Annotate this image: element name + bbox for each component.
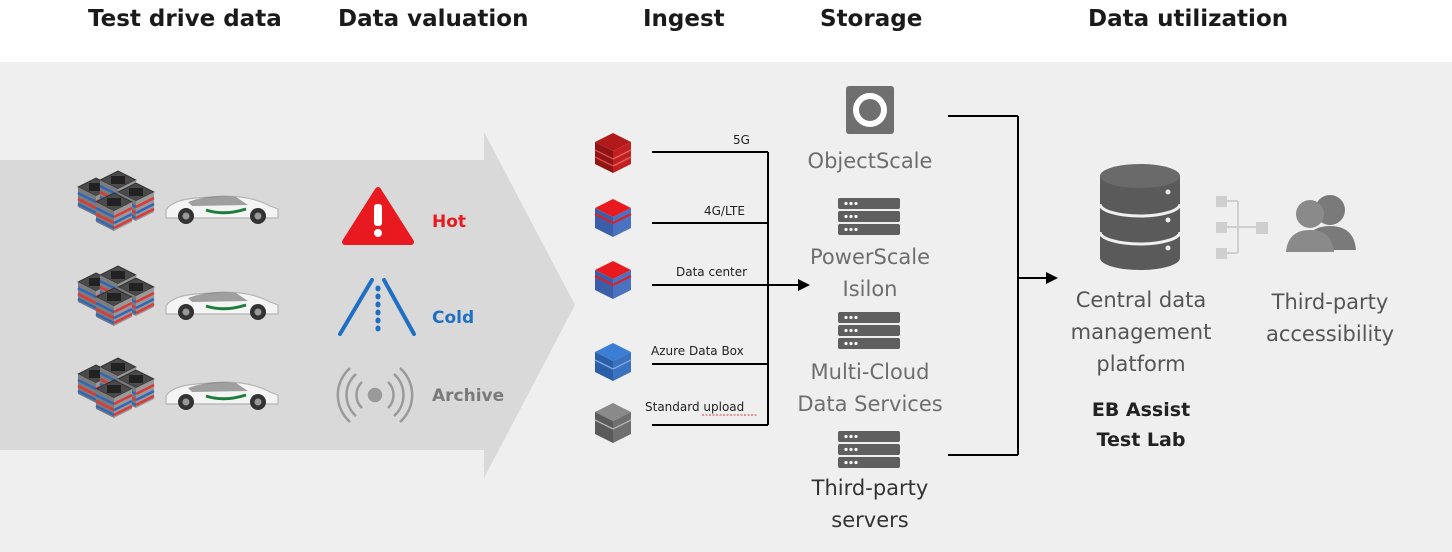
storage-bracket (948, 115, 1048, 456)
network-tree-icon (1216, 196, 1268, 259)
valuation-archive-label: Archive (432, 386, 505, 406)
objectscale-icon (846, 86, 894, 134)
storage-objectscale-label: ObjectScale (790, 145, 950, 177)
header-data-utilization: Data utilization (1088, 6, 1289, 32)
central-text-line1: Central data (1075, 288, 1207, 312)
database-icon (1098, 164, 1182, 270)
header-test-drive-data: Test drive data (88, 6, 282, 32)
thirdparty-servers-text-line1: Third-party (811, 476, 929, 500)
objectscale-text: ObjectScale (807, 149, 933, 173)
powerscale-server-icon (838, 198, 900, 235)
eb-text-line1: EB Assist (1091, 399, 1191, 421)
ingest-label-data-center: Data center (676, 265, 748, 279)
eb-assist-label: EB Assist Test Lab (1058, 395, 1224, 455)
valuation-hot-label: Hot (432, 212, 467, 232)
ingest-label-standard-upload: Standard upload (645, 400, 745, 414)
storage-powerscale-label: PowerScale Isilon (790, 241, 950, 305)
ingest-label-5g: 5G (733, 133, 750, 147)
cold-road-icon (338, 278, 416, 337)
ingest-label-4g-lte: 4G/LTE (704, 204, 745, 218)
people-icon (1286, 195, 1356, 252)
storage-thirdparty-label: Third-party servers (790, 472, 950, 536)
ingest-stack-azure (594, 343, 632, 381)
thirdparty-servers-text-line2: servers (831, 508, 909, 532)
ingest-arrowhead (798, 279, 810, 291)
thirdparty-server-icon (838, 431, 900, 468)
ingest-label-azure-data-box: Azure Data Box (651, 344, 744, 358)
archive-signal-icon (336, 367, 414, 423)
central-data-platform-label: Central data management platform (1058, 284, 1224, 380)
third-party-accessibility-label: Third-party accessibility (1250, 286, 1410, 350)
powerscale-text-line1: PowerScale (810, 245, 930, 269)
powerscale-text-line2: Isilon (842, 277, 898, 301)
ingest-stack-4g (594, 199, 632, 237)
ingest-stack-5g (594, 133, 632, 173)
header-data-valuation: Data valuation (338, 6, 529, 32)
eb-text-line2: Test Lab (1096, 429, 1186, 451)
multicloud-server-icon (838, 312, 900, 349)
central-text-line2: management (1070, 320, 1212, 344)
accessibility-text-line2: accessibility (1265, 322, 1395, 346)
header-ingest: Ingest (643, 6, 725, 32)
hot-warning-icon (342, 187, 414, 245)
multicloud-text-line1: Multi-Cloud (810, 360, 930, 384)
valuation-cold-label: Cold (432, 308, 475, 328)
utilization-arrowhead (1046, 272, 1058, 284)
ingest-connectors (652, 151, 800, 426)
central-text-line3: platform (1096, 352, 1186, 376)
ingest-stack-standard (594, 403, 632, 443)
accessibility-text-line1: Third-party (1271, 290, 1389, 314)
multicloud-text-line2: Data Services (797, 392, 943, 416)
ingest-stack-datacenter (594, 261, 632, 299)
storage-multicloud-label: Multi-Cloud Data Services (780, 356, 960, 420)
header-storage: Storage (820, 6, 923, 32)
